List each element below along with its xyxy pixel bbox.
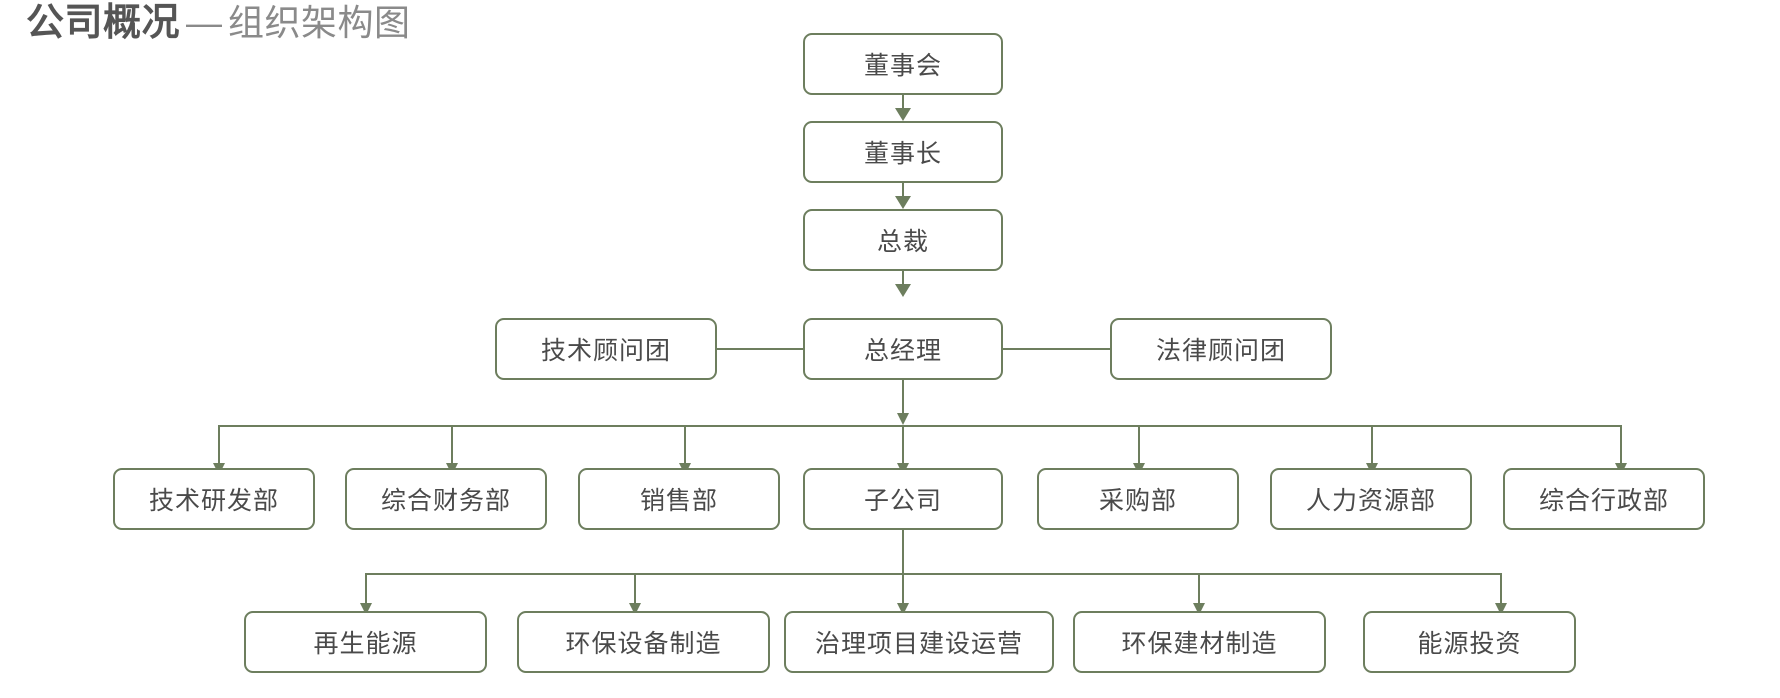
edge-bus-sales-drop: [684, 425, 686, 465]
edge-bus-energyinvest-drop: [1500, 573, 1502, 605]
node-legal-advisory[interactable]: 法律顾问团: [1110, 318, 1332, 380]
edge-chairman-president-line: [902, 183, 904, 202]
edge-bus-subsidiary-drop: [902, 425, 904, 465]
edge-bus-finance-drop: [451, 425, 453, 465]
edge-bus-materials-drop: [1198, 573, 1200, 605]
node-subsidiary[interactable]: 子公司: [803, 468, 1003, 530]
node-board[interactable]: 董事会: [803, 33, 1003, 95]
edge-president-gm-line: [902, 271, 904, 290]
node-hr-department[interactable]: 人力资源部: [1270, 468, 1472, 530]
node-admin-department[interactable]: 综合行政部: [1503, 468, 1705, 530]
node-building-materials-manufacturing[interactable]: 环保建材制造: [1073, 611, 1326, 673]
node-chairman[interactable]: 董事长: [803, 121, 1003, 183]
node-tech-advisory[interactable]: 技术顾问团: [495, 318, 717, 380]
edge-board-chairman-line: [902, 95, 904, 114]
edge-bus-projectops-drop: [902, 573, 904, 605]
page-title-dash: —: [186, 2, 223, 43]
edge-bus-procurement-drop: [1138, 425, 1140, 465]
edge-tech-advisory-gm-line: [716, 348, 805, 350]
node-energy-investment[interactable]: 能源投资: [1363, 611, 1576, 673]
edge-bus-admin-drop: [1620, 425, 1622, 465]
node-general-manager[interactable]: 总经理: [803, 318, 1003, 380]
node-renewable-energy[interactable]: 再生能源: [244, 611, 487, 673]
node-sales-department[interactable]: 销售部: [578, 468, 780, 530]
edge-bus-hr-drop: [1371, 425, 1373, 465]
edge-chairman-president-arrow: [895, 196, 911, 209]
edge-bus-renewable-drop: [365, 573, 367, 605]
node-finance-department[interactable]: 综合财务部: [345, 468, 547, 530]
page-title-sub: 组织架构图: [228, 2, 411, 43]
page-title-main: 公司概况: [26, 2, 181, 44]
department-bus-line: [218, 425, 1620, 427]
edge-gm-bus-stem: [902, 380, 904, 414]
edge-gm-legal-advisory-line: [1001, 348, 1111, 350]
edge-bus-eqmfg-drop: [634, 573, 636, 605]
page-title: 公司概况—组织架构图: [26, 4, 411, 42]
node-equipment-manufacturing[interactable]: 环保设备制造: [517, 611, 770, 673]
edge-gm-bus-arrow: [897, 413, 909, 425]
subsidiary-bus-line: [365, 573, 1500, 575]
node-president[interactable]: 总裁: [803, 209, 1003, 271]
edge-subsidiary-bus-stem: [902, 530, 904, 573]
node-rd-department[interactable]: 技术研发部: [113, 468, 315, 530]
edge-bus-rd-drop: [218, 425, 220, 465]
edge-president-gm-arrow: [895, 284, 911, 297]
node-project-construction-operation[interactable]: 治理项目建设运营: [784, 611, 1054, 673]
node-procurement-department[interactable]: 采购部: [1037, 468, 1239, 530]
edge-board-chairman-arrow: [895, 108, 911, 121]
